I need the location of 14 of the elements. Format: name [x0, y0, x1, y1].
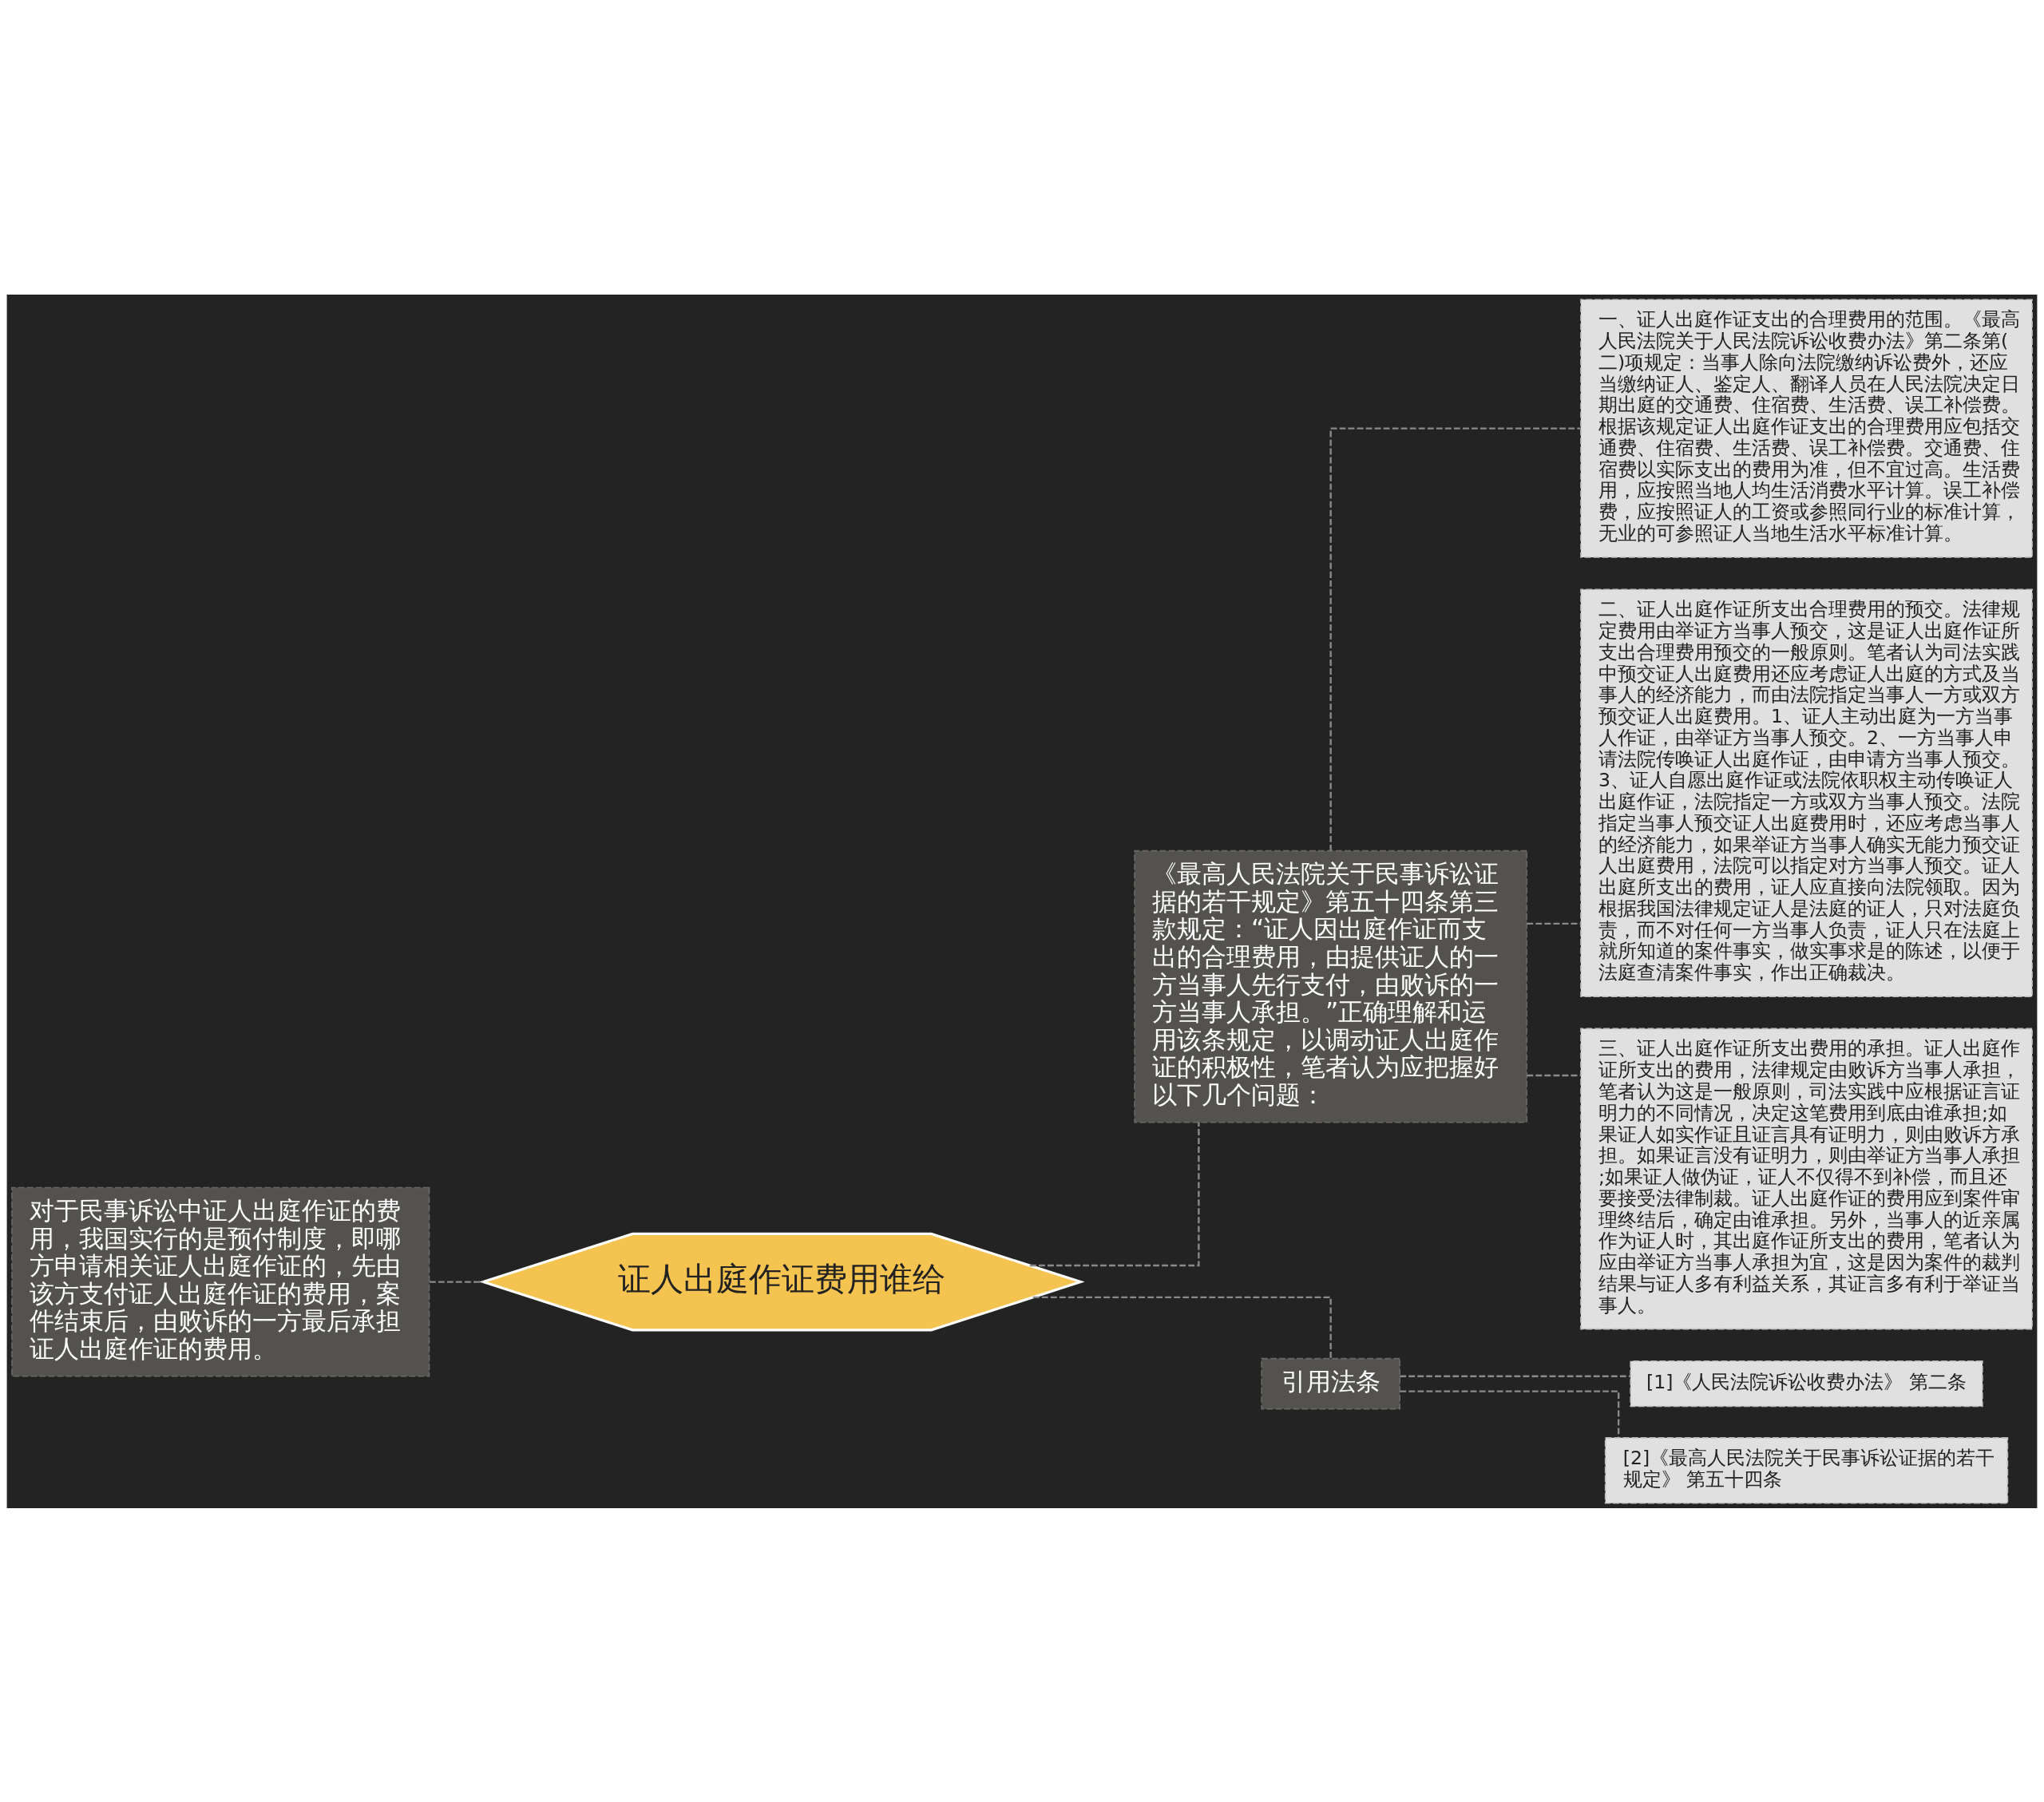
node-box: 三、证人出庭作证所支出费用的承担。证人出庭作证所支出的费用，法律规定由败诉方当事人承担，笔者认为这是一般原则，司法实践中应根据证言证明力的不同情况，决定这笔费用到底由谁承担;如果证人如实作证且证言具有证明力，则由败诉方承担。如果证言没有证明力，则由举证方当事人承担;如果证人做伪证，证人不仅得不到补偿，而且还要接受法律制裁。证人出庭作证的费用应到案件审理终结后，确定由谁承担。另外，当事人的近亲属作为证人时，其出庭作证所支出的费用，笔者认为应由举证方当事人承担为宜，这是因为案件的裁判结果与证人多有利益关系，其证言多有利于举证当事人。: [1580, 1028, 2033, 1329]
connector: [1029, 1122, 1200, 1266]
node-box: [1]《人民法院诉讼收费办法》 第二条: [1630, 1360, 1983, 1407]
node-box: 一、证人出庭作证支出的合理费用的范围。《最高人民法院关于人民法院诉讼收费办法》第二条第(二)项规定：当事人除向法院缴纳诉讼费外，还应当缴纳证人、鉴定人、翻译人员在人民法院决定日期出庭的交通费、住宿费、生活费、误工补偿费。根据该规定证人出庭作证支出的合理费用应包括交通费、住宿费、生活费、误工补偿费。交通费、住宿费以实际支出的费用为准，但不宜过高。生活费用，应按照当地人均生活消费水平计算。误工补偿费，应按照证人的工资或参照同行业的标准计算，无业的可参照证人当地生活水平标准计算。: [1580, 299, 2033, 558]
node-box: 引用法条: [1261, 1357, 1401, 1409]
connector: [1032, 1296, 1332, 1358]
node-box: 《最高人民法院关于民事诉讼证据的若干规定》第五十四条第三款规定：“证人因出庭作证而支出的合理费用，由提供证人的一方当事人先行支付，由败诉的一方当事人承担。”正确理解和运用该条规定，以调动证人出庭作证的积极性，笔者认为应把握好以下几个问题：: [1134, 850, 1528, 1123]
connector: [1329, 427, 1581, 851]
connector: [1400, 1375, 1630, 1377]
node-box: [2]《最高人民法院关于民事诉讼证据的若干规定》 第五十四条: [1604, 1436, 2009, 1503]
connector: [1400, 1389, 1620, 1437]
node-box: 二、证人出庭作证所支出合理费用的预交。法律规定费用由举证方当事人预交，这是证人出庭作证所支出合理费用预交的一般原则。笔者认为司法实践中预交证人出庭费用还应考虑证人出庭的方式及当事人的经济能力，而由法院指定当事人一方或双方预交证人出庭费用。1、证人主动出庭为一方当事人作证，由举证方当事人预交。2、一方当事人申请法院传唤证人出庭作证，由申请方当事人预交。3、证人自愿出庭作证或法院依职权主动传唤证人出庭作证，法院指定一方或双方当事人预交。法院指定当事人预交证人出庭费用时，还应考虑当事人的经济能力，如果举证方当事人确实无能力预交证人出庭费用，法院可以指定对方当事人预交。证人出庭所支出的费用，证人应直接向法院领取。因为根据我国法律规定证人是法庭的证人，只对法庭负责，而不对任何一方当事人负责，证人只在法庭上就所知道的案件事实，做实事求是的陈述，以便于法庭查清案件事实，作出正确裁决。: [1580, 588, 2033, 997]
node-box: 对于民事诉讼中证人出庭作证的费用，我国实行的是预付制度，即哪方申请相关证人出庭作证的，先由该方支付证人出庭作证的费用，案件结束后，由败诉的一方最后承担证人出庭作证的费用。: [11, 1186, 430, 1376]
connector: [430, 1280, 483, 1283]
